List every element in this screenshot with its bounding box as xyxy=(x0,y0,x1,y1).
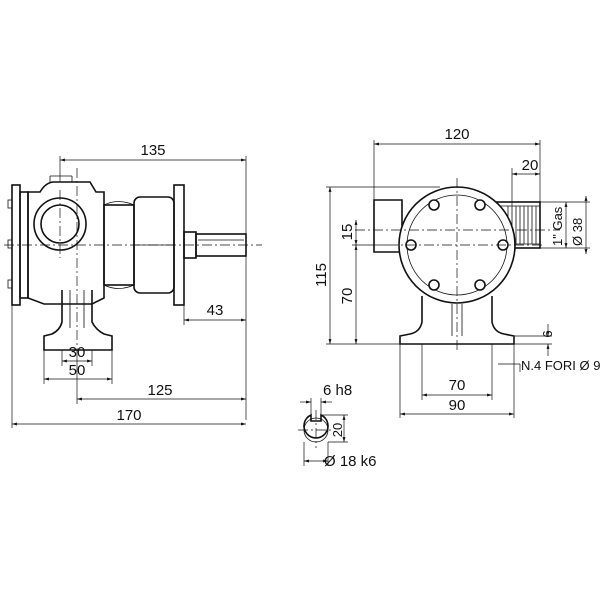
bolt-icon xyxy=(428,199,440,211)
port-diameter-label: Ø 38 xyxy=(570,218,585,246)
bolt-head-icon xyxy=(7,279,13,289)
thread-label: 1" Gas xyxy=(550,206,565,246)
bolt-head-icon xyxy=(7,199,13,209)
side-view: 135 43 30 50 125 170 xyxy=(4,142,262,428)
bolt-head-icon xyxy=(7,239,13,249)
holes-note: N.4 FORI Ø 9 xyxy=(521,358,600,373)
key-height-label: 20 xyxy=(330,423,345,437)
dim-label-30: 30 xyxy=(69,344,86,361)
dim-label-6: 6 xyxy=(540,330,555,337)
dim-label-15: 15 xyxy=(339,224,356,241)
support-foot xyxy=(43,290,113,351)
shaft-diameter-label: Ø 18 k6 xyxy=(324,453,377,470)
cover-bolts xyxy=(405,199,509,291)
inlet-port xyxy=(373,199,403,253)
dim-label-43: 43 xyxy=(207,302,224,319)
dim-label-70-vertical: 70 xyxy=(339,288,356,305)
bolt-icon xyxy=(474,279,486,291)
bolt-icon xyxy=(474,199,486,211)
pump-body xyxy=(27,181,105,305)
shaft-section: 6 h8 20 Ø 18 k6 xyxy=(298,382,377,470)
dim-label-115: 115 xyxy=(313,263,330,287)
dim-label-20: 20 xyxy=(522,157,539,174)
key-width-label: 6 h8 xyxy=(323,382,352,399)
shaft-section-profile xyxy=(303,413,329,439)
dim-label-120: 120 xyxy=(444,126,469,143)
dim-label-135: 135 xyxy=(140,142,165,159)
dim-label-70-horizontal: 70 xyxy=(449,377,466,394)
dim-label-90: 90 xyxy=(449,397,466,414)
dim-label-170: 170 xyxy=(116,407,141,424)
bolt-icon xyxy=(428,279,440,291)
front-view: 120 20 1" Gas Ø 38 115 70 15 6 xyxy=(313,126,600,418)
dim-label-125: 125 xyxy=(147,382,172,399)
